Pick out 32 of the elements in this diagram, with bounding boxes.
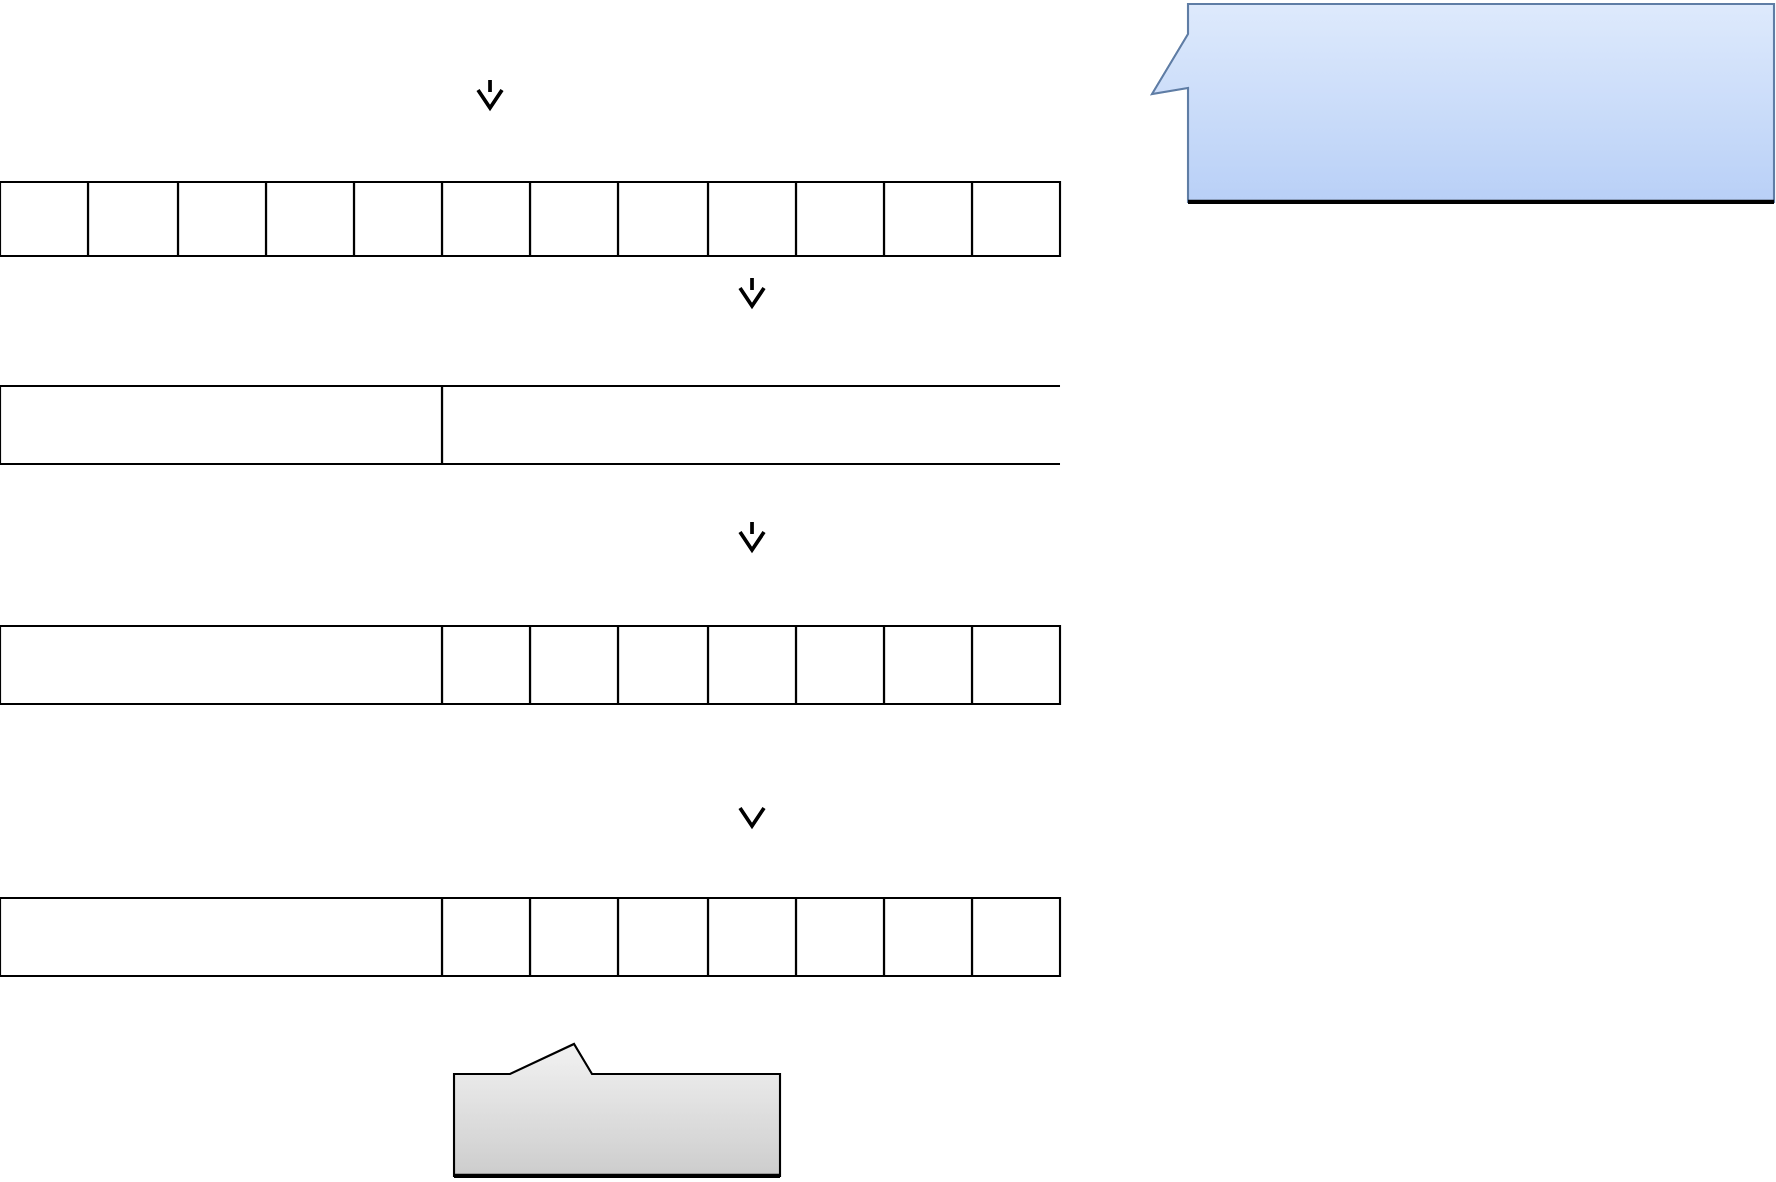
table-cell [794,624,886,706]
table-cell [176,180,268,258]
table-cell [0,384,444,466]
table-cell [440,180,532,258]
table-cell [794,896,886,978]
table-cell [264,180,356,258]
table-cell [882,624,974,706]
table-cell [970,624,1062,706]
table-cell [0,896,444,978]
table-cell [528,896,620,978]
callout-box [452,1042,782,1179]
table-cell [86,180,180,258]
callout-box [1149,2,1776,205]
table-cell [706,896,798,978]
table-cell [616,624,710,706]
table-cell [0,624,444,706]
table-cell [440,384,1062,466]
table-cell [0,180,90,258]
table-cell [528,180,620,258]
table-cell [616,180,710,258]
table-cell [882,180,974,258]
table-cell [616,896,710,978]
table-cell [440,624,532,706]
table-cell [440,896,532,978]
table-cell [882,896,974,978]
table-cell [794,180,886,258]
table-cell [352,180,444,258]
table-cell [970,896,1062,978]
table-cell [970,180,1062,258]
table-cell [706,180,798,258]
table-cell [528,624,620,706]
table-cell [706,624,798,706]
